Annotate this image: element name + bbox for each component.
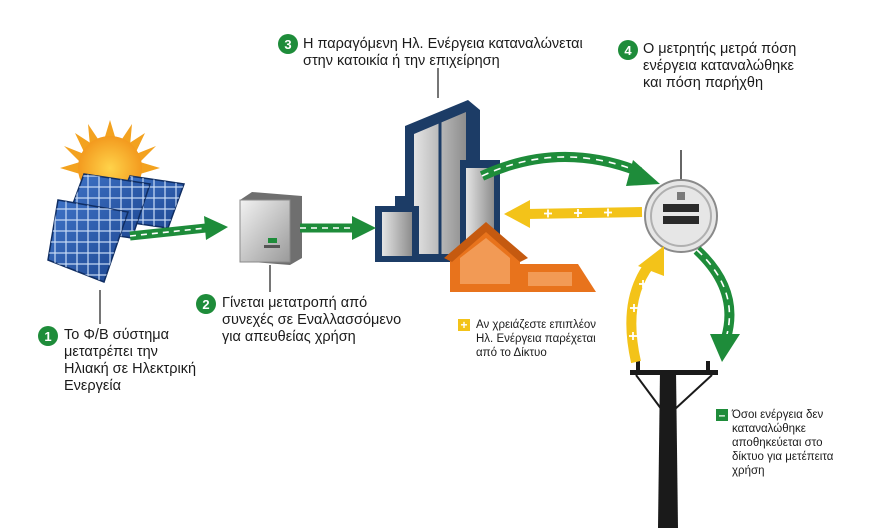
grid-export-line: χρήση: [732, 465, 765, 477]
step-3-line: Η παραγόμενη Ηλ. Ενέργεια καταναλώνεται: [303, 36, 583, 52]
grid-supply-line: Αν χρειάζεστε επιπλέον: [476, 319, 597, 331]
step-2-line: Γίνεται μετατροπή από: [222, 295, 368, 311]
solar-panels-icon: [47, 173, 186, 283]
meter-icon: [644, 150, 718, 253]
plus-icon: +: [458, 319, 470, 331]
arrow-buildings-to-meter: [479, 151, 660, 186]
step-4-line: Ο μετρητής μετρά πόση: [643, 41, 797, 57]
minus-icon: –: [716, 409, 728, 421]
step-3-line: στην κατοικία ή την επιχείρηση: [303, 53, 500, 69]
arrow-meter-to-pole: [693, 246, 740, 362]
grid-export-text: Όσοι ενέργεια δεν καταναλώθηκε αποθηκεύε…: [732, 408, 860, 478]
inverter-icon: [239, 192, 302, 265]
grid-export-line: αποθηκεύεται στο: [732, 437, 823, 449]
step-1-line: Ηλιακή σε Ηλεκτρική: [64, 361, 197, 377]
utility-pole-icon: [630, 361, 718, 528]
step-1-line: μετατρέπει την: [64, 344, 158, 360]
step-2-line: συνεχές σε Εναλλασσόμενο: [222, 312, 402, 328]
step-2-line: για απευθείας χρήση: [222, 329, 356, 345]
step-2-number: 2: [196, 294, 216, 314]
step-1-text: Το Φ/Β σύστημα μετατρέπει την Ηλιακή σε …: [64, 327, 214, 395]
grid-supply-text: Αν χρειάζεστε επιπλέον Ηλ. Ενέργεια παρέ…: [476, 318, 636, 360]
step-4-text: Ο μετρητής μετρά πόση ενέργεια καταναλώθ…: [643, 41, 843, 92]
grid-supply-line: από το Δίκτυο: [476, 347, 547, 359]
buildings-icon: [375, 100, 500, 262]
grid-export-line: δίκτυο για μετέπειτα: [732, 451, 834, 463]
step-4-number: 4: [618, 40, 638, 60]
step-4-line: και πόση παρήχθη: [643, 75, 764, 91]
arrow-inverter-to-buildings: [300, 216, 376, 240]
step-2-text: Γίνεται μετατροπή από συνεχές σε Εναλλασ…: [222, 295, 422, 346]
arrow-panels-to-inverter: [129, 216, 228, 241]
step-3-number: 3: [278, 34, 298, 54]
grid-supply-line: Ηλ. Ενέργεια παρέχεται: [476, 333, 596, 345]
arrow-pole-to-meter: [626, 246, 664, 364]
grid-export-line: Όσοι ενέργεια δεν: [732, 409, 824, 421]
step-1-line: Ενεργεία: [64, 378, 121, 394]
step-1-number: 1: [38, 326, 58, 346]
grid-export-line: καταναλώθηκε: [732, 423, 806, 435]
house-icon: [444, 222, 596, 292]
step-1-line: Το Φ/Β σύστημα: [64, 327, 170, 343]
callout-lines: [99, 68, 439, 324]
step-4-line: ενέργεια καταναλώθηκε: [643, 58, 794, 74]
step-3-text: Η παραγόμενη Ηλ. Ενέργεια καταναλώνεται …: [303, 36, 633, 70]
arrow-meter-to-buildings: [504, 200, 643, 228]
